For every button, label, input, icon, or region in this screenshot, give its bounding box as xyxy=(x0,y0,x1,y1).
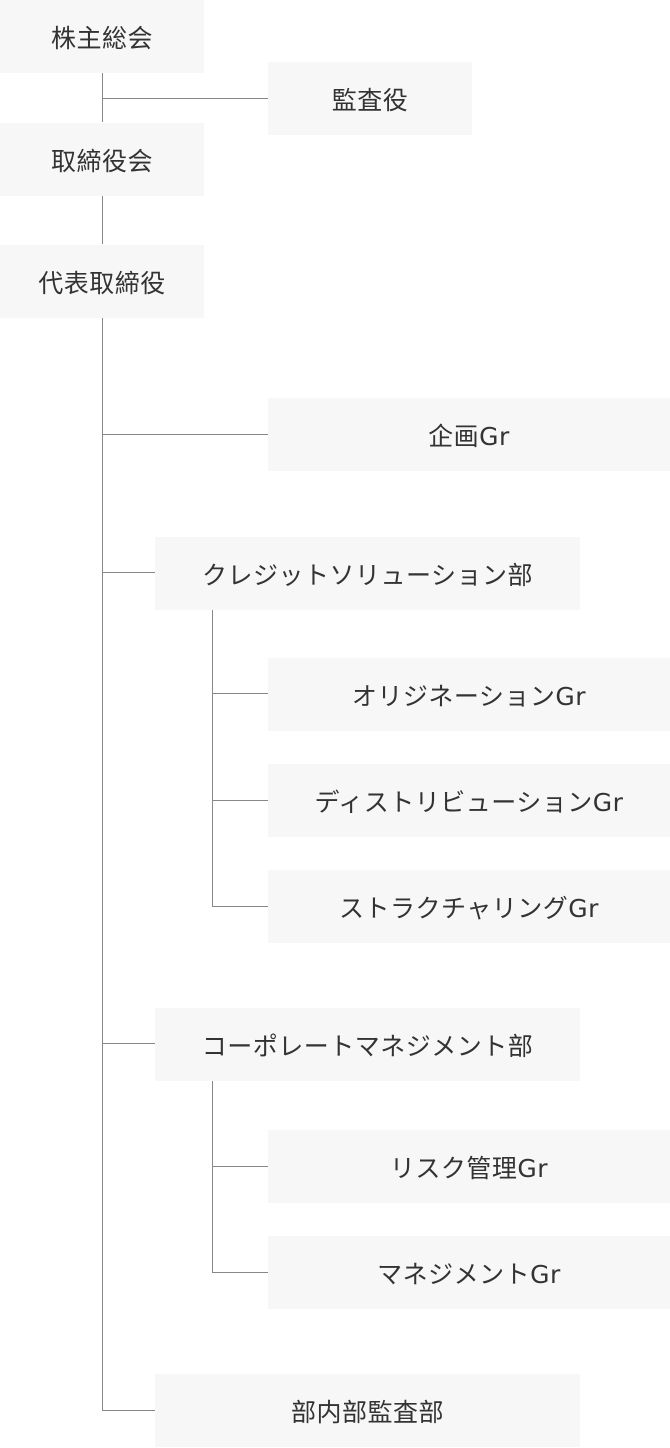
structuring-group-box: ストラクチャリングGr xyxy=(268,870,670,943)
auditor-box: 監査役 xyxy=(268,62,472,135)
connector-corporate-management xyxy=(102,1043,155,1044)
connector-internal-audit xyxy=(102,1410,155,1411)
corporate-management-department-box: コーポレートマネジメント部 xyxy=(155,1008,580,1081)
board-of-directors-box: 取締役会 xyxy=(0,123,204,196)
representative-director-box: 代表取締役 xyxy=(0,245,204,318)
planning-group-box: 企画Gr xyxy=(268,398,670,471)
connector-auditor xyxy=(102,98,268,99)
management-group-box: マネジメントGr xyxy=(268,1236,670,1309)
connector-management xyxy=(212,1272,268,1273)
connector-credit-trunk xyxy=(212,610,213,907)
connector-board-representative xyxy=(102,196,103,244)
credit-solutions-department-box: クレジットソリューション部 xyxy=(155,537,580,610)
connector-risk-management xyxy=(212,1166,268,1167)
connector-origination xyxy=(212,693,268,694)
connector-distribution xyxy=(212,800,268,801)
connector-main-trunk xyxy=(102,318,103,1411)
connector-structuring xyxy=(212,906,268,907)
distribution-group-box: ディストリビューションGr xyxy=(268,764,670,837)
connector-credit-solutions xyxy=(102,572,155,573)
risk-management-group-box: リスク管理Gr xyxy=(268,1130,670,1203)
connector-planning xyxy=(102,434,268,435)
internal-audit-department-box: 部内部監査部 xyxy=(155,1374,580,1447)
shareholders-meeting-box: 株主総会 xyxy=(0,0,204,73)
connector-shareholders-board xyxy=(102,73,103,122)
connector-corporate-trunk xyxy=(212,1081,213,1273)
origination-group-box: オリジネーションGr xyxy=(268,658,670,731)
